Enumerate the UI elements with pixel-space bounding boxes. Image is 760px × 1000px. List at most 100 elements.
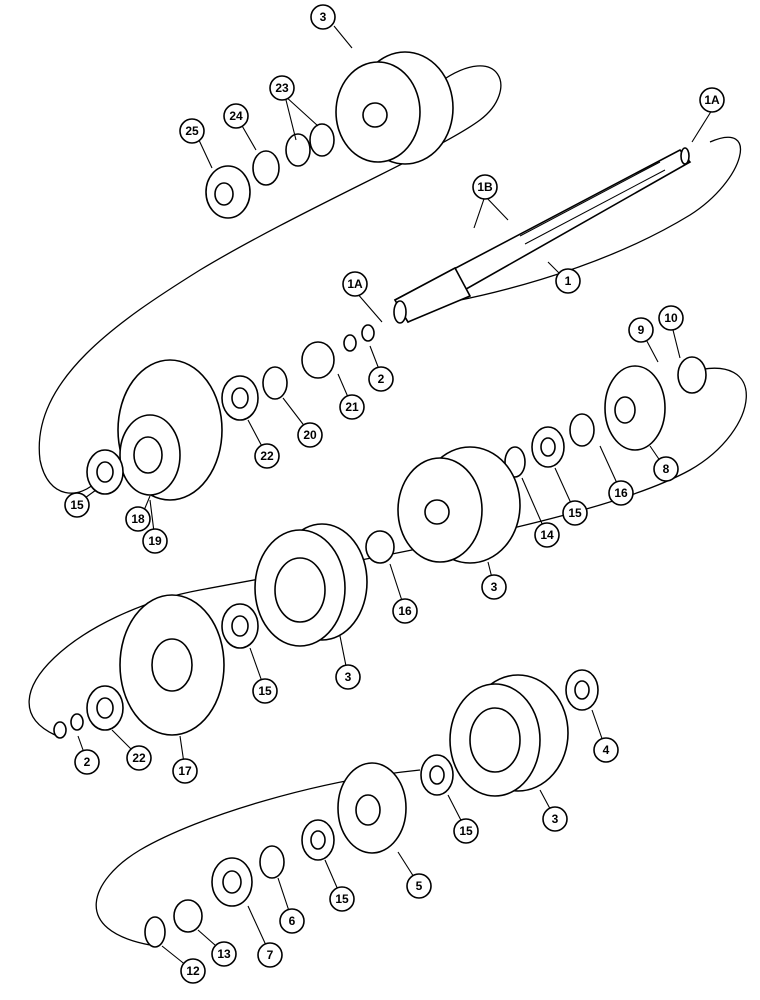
callout-22-top: 22 (254, 443, 280, 469)
callout-16-mid: 16 (608, 480, 634, 506)
svg-text:3: 3 (491, 580, 498, 594)
drum-assembly-top (335, 51, 454, 165)
svg-text:15: 15 (459, 824, 473, 838)
svg-text:20: 20 (303, 428, 317, 442)
callout-4: 4 (593, 737, 619, 763)
ring-20 (262, 366, 288, 400)
sleeve-13 (173, 899, 203, 933)
callout-17: 17 (172, 758, 198, 784)
clutch-drum-3-bottom (449, 674, 569, 797)
callout-23: 23 (269, 75, 295, 101)
callout-2-top: 2 (368, 366, 394, 392)
clutch-drum-3 (254, 523, 368, 647)
callout-15-lowest: 15 (329, 886, 355, 912)
svg-text:9: 9 (638, 323, 645, 337)
callout-15-mid: 15 (562, 500, 588, 526)
callout-1B: 1B (472, 174, 498, 200)
bearing-15-lower (221, 603, 259, 649)
callout-5: 5 (406, 873, 432, 899)
callout-3-top: 3 (310, 4, 336, 30)
svg-text:1: 1 (565, 274, 572, 288)
callout-3-mid: 3 (481, 574, 507, 600)
svg-text:19: 19 (148, 534, 162, 548)
svg-text:1B: 1B (477, 180, 493, 194)
callout-9: 9 (628, 317, 654, 343)
bearing-7 (211, 857, 253, 907)
callout-14: 14 (534, 522, 560, 548)
bearing-15-mid (531, 426, 565, 468)
svg-text:1A: 1A (704, 93, 720, 107)
callout-16-lower: 16 (392, 598, 418, 624)
svg-text:17: 17 (178, 764, 192, 778)
callout-15-left: 15 (64, 492, 90, 518)
callout-21: 21 (339, 394, 365, 420)
svg-text:2: 2 (378, 372, 385, 386)
main-shaft (393, 147, 692, 324)
callout-3-bottom: 3 (542, 806, 568, 832)
bearing-15-lowest (301, 819, 335, 861)
svg-text:15: 15 (335, 892, 349, 906)
callout-1A-top: 1A (699, 87, 725, 113)
callout-2-lower: 2 (74, 749, 100, 775)
svg-text:18: 18 (131, 512, 145, 526)
svg-text:3: 3 (345, 670, 352, 684)
ring-6 (259, 845, 285, 879)
svg-text:22: 22 (260, 449, 274, 463)
drum-assembly-middle (397, 446, 521, 564)
callout-6: 6 (279, 908, 305, 934)
callout-3-lower: 3 (335, 664, 361, 690)
svg-text:5: 5 (416, 879, 423, 893)
svg-text:22: 22 (132, 751, 146, 765)
bearing-22-top (221, 375, 259, 421)
svg-text:23: 23 (275, 81, 289, 95)
svg-text:21: 21 (345, 400, 359, 414)
callout-10: 10 (658, 305, 684, 331)
callout-12: 12 (180, 958, 206, 984)
svg-text:15: 15 (70, 498, 84, 512)
ring-23b (285, 133, 311, 167)
callout-1: 1 (555, 268, 581, 294)
svg-text:2: 2 (84, 755, 91, 769)
svg-text:1A: 1A (347, 277, 363, 291)
svg-text:16: 16 (398, 604, 412, 618)
gear-cluster-18-19 (117, 359, 223, 501)
svg-text:3: 3 (552, 812, 559, 826)
bearing-15-bottom (420, 754, 454, 796)
svg-text:3: 3 (320, 10, 327, 24)
callout-15-bottom: 15 (453, 818, 479, 844)
svg-text:25: 25 (185, 124, 199, 138)
bearing-15-left (86, 449, 124, 495)
callout-24: 24 (223, 103, 249, 129)
svg-text:6: 6 (289, 914, 296, 928)
svg-text:16: 16 (614, 486, 628, 500)
svg-text:13: 13 (217, 947, 231, 961)
svg-text:12: 12 (186, 964, 200, 978)
sleeve-16 (365, 530, 395, 564)
callout-8: 8 (653, 456, 679, 482)
callout-19: 19 (142, 528, 168, 554)
callout-7: 7 (257, 942, 283, 968)
callout-13: 13 (211, 941, 237, 967)
bearing-25 (205, 165, 251, 219)
bearing-9-10 (677, 356, 707, 394)
svg-text:15: 15 (258, 684, 272, 698)
svg-text:10: 10 (664, 311, 678, 325)
callout-15-lower: 15 (252, 678, 278, 704)
washer-2-top (343, 324, 375, 352)
bearing-22-lower (86, 685, 124, 731)
callout-20: 20 (297, 422, 323, 448)
gear-17 (119, 594, 225, 736)
gear-5 (337, 762, 407, 854)
svg-text:15: 15 (568, 506, 582, 520)
snap-ring-12 (144, 916, 166, 948)
svg-text:7: 7 (267, 948, 274, 962)
svg-text:4: 4 (603, 743, 610, 757)
bearing-4 (565, 669, 599, 711)
sleeve-21 (301, 341, 335, 379)
svg-text:8: 8 (663, 462, 670, 476)
svg-text:14: 14 (540, 528, 554, 542)
ring-24 (252, 150, 280, 186)
ring-23a (309, 123, 335, 157)
callout-1A-mid: 1A (342, 271, 368, 297)
